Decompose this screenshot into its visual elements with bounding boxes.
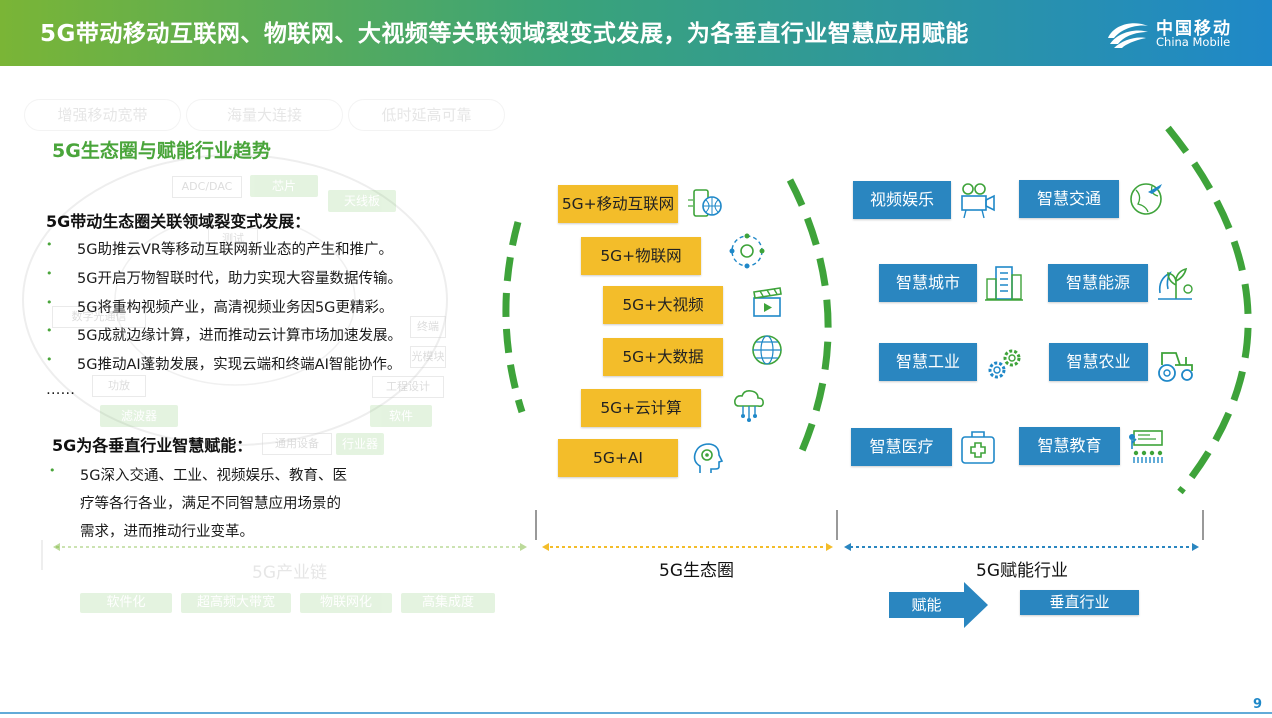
bullet-item: •5G深入交通、工业、视频娱乐、教育、医 (49, 464, 347, 484)
industry-box-smart-education: 智慧教育 (1019, 427, 1120, 465)
ecosystem-right-arc (786, 178, 832, 462)
ghost-chain-item: 软件化 (80, 593, 172, 613)
empower-arrow-label: 赋能 (911, 596, 942, 614)
bullet-item: •5G成就边缘计算，进而推动云计算市场加速发展。 (46, 324, 402, 344)
china-mobile-logo: 中国移动 China Mobile (1104, 14, 1254, 54)
industry-box-smart-medical: 智慧医疗 (851, 428, 952, 466)
bullet-dot: • (46, 267, 53, 280)
energy-plant-icon (1158, 267, 1193, 300)
industry-box-smart-agriculture: 智慧农业 (1049, 343, 1148, 381)
ghost-antenna: 天线板 (328, 190, 396, 212)
ghost-adc: ADC/DAC (172, 176, 242, 198)
bullet-dot: • (46, 296, 53, 309)
medical-kit-icon (961, 431, 995, 464)
ghost-optical-module: 光模块 (410, 346, 446, 368)
mobile-globe-icon (688, 189, 722, 217)
ghost-device: 通用设备 (262, 433, 332, 455)
ghost-pill-embb: 增强移动宽带 (24, 99, 181, 131)
bullet-dot: • (46, 324, 53, 337)
bullet-line: 疗等各行各业，满足不同智慧应用场景的 (80, 496, 341, 512)
eco-box-ai: 5G+AI (558, 439, 678, 477)
ghost-chain-item: 超高频大带宽 (181, 593, 291, 613)
gears-icon (988, 349, 1021, 379)
cloud-computing-icon (734, 390, 764, 422)
film-camera-icon (961, 183, 995, 219)
bullet-dot: • (46, 238, 53, 251)
eco-box-bigdata: 5G+大数据 (603, 338, 723, 376)
eco-box-mobile-internet: 5G+移动互联网 (558, 185, 678, 223)
ghost-industry: 行业器 (336, 433, 384, 455)
ghost-filter: 滤波器 (100, 405, 178, 427)
industry-box-smart-energy: 智慧能源 (1048, 264, 1148, 302)
eco-box-cloud: 5G+云计算 (581, 389, 701, 427)
logo-cn-text: 中国移动 (1156, 19, 1232, 39)
bullet-item: •5G开启万物智联时代，助力实现大容量数据传输。 (46, 267, 402, 287)
bullet-item: •5G将重构视频产业，高清视频业务因5G更精彩。 (46, 296, 394, 316)
ghost-terminal: 终端 (410, 316, 446, 338)
vertical-industry-box: 垂直行业 (1020, 590, 1139, 615)
ghost-chip: 芯片 (250, 175, 318, 197)
industry-caption: 5G赋能行业 (976, 561, 1068, 581)
heading-vertical: 5G为各垂直行业智慧赋能： (52, 436, 253, 455)
logo-en-text: China Mobile (1156, 35, 1231, 49)
city-buildings-icon (985, 266, 1023, 301)
ellipsis-text: …… (46, 382, 75, 398)
ecosystem-caption: 5G生态圈 (659, 561, 734, 581)
header-banner (0, 0, 1272, 66)
eco-box-iot: 5G+物联网 (581, 237, 701, 275)
ghost-optical: 数字光通信 (52, 306, 146, 328)
transport-globe-icon (1130, 183, 1162, 215)
bullet-dot: • (46, 353, 53, 366)
industry-box-smart-city: 智慧城市 (879, 264, 977, 302)
section-title: 5G生态圈与赋能行业趋势 (52, 140, 271, 162)
ghost-engineering: 工程设计 (372, 376, 444, 398)
bullet-item: •5G助推云VR等移动互联网新业态的产生和推广。 (46, 238, 393, 258)
heading-ecosystem: 5G带动生态圈关联领域裂变式发展： (46, 212, 311, 231)
industry-box-video-entertainment: 视频娱乐 (853, 181, 951, 219)
ai-head-icon (693, 443, 724, 473)
bullet-item: •5G推动AI蓬勃发展，实现云端和终端AI智能协作。 (46, 353, 402, 373)
data-globe-icon (752, 335, 782, 365)
industry-box-smart-industry: 智慧工业 (879, 343, 977, 381)
ghost-amplifier: 功放 (92, 375, 146, 397)
bullet-dot: • (49, 464, 56, 477)
ghost-pill-mmtc: 海量大连接 (186, 99, 343, 131)
ghost-software: 软件 (370, 405, 432, 427)
ghost-chain-label: 5G产业链 (252, 563, 327, 583)
empower-arrow-shape (889, 582, 988, 628)
eco-box-video: 5G+大视频 (603, 286, 723, 324)
video-clapper-icon (753, 287, 782, 317)
page-title: 5G带动移动互联网、物联网、大视频等关联领域裂变式发展，为各垂直行业智慧应用赋能 (40, 21, 969, 47)
ghost-chain-item: 高集成度 (401, 593, 495, 613)
industry-outer-arc (1165, 125, 1252, 495)
bullet-line: 需求，进而推动行业变革。 (80, 524, 254, 540)
ecosystem-left-arc (502, 221, 526, 414)
ghost-chain-item: 物联网化 (300, 593, 392, 613)
classroom-icon (1129, 430, 1163, 463)
tractor-icon (1158, 352, 1193, 382)
industry-box-smart-transport: 智慧交通 (1019, 180, 1119, 218)
bottom-rule (0, 712, 1272, 714)
background-circle-diagram (22, 154, 448, 446)
ghost-test: 测试 (208, 228, 258, 250)
china-mobile-swirl-icon (1108, 23, 1148, 48)
iot-network-icon (729, 233, 765, 269)
page-number: 9 (1253, 697, 1263, 712)
ghost-pill-urllc: 低时延高可靠 (348, 99, 505, 131)
